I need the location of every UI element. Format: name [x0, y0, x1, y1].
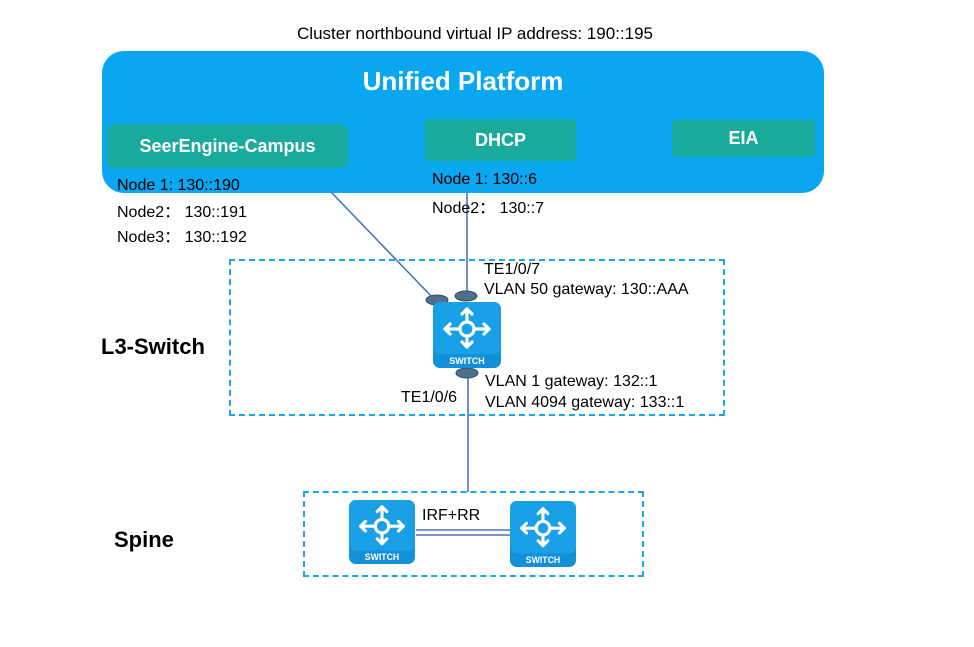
l3-switch-label: L3-Switch: [101, 334, 205, 359]
seerengine-node-3: Node3： 130::192: [117, 229, 247, 246]
dhcp-module: DHCP: [425, 119, 576, 161]
seerengine-campus-module: SeerEngine-Campus: [107, 124, 348, 168]
spine-switch-1-icon: SWITCH: [349, 500, 415, 569]
l3-switch-icon: SWITCH: [433, 302, 501, 373]
platform-title: Unified Platform: [362, 66, 564, 96]
seerengine-node-2: Node2： 130::191: [117, 204, 247, 221]
cluster-vip-label: Cluster northbound virtual IP address: 1…: [297, 24, 653, 43]
dhcp-node-2: Node2： 130::7: [432, 200, 545, 217]
l3-switch-icon-text: SWITCH: [449, 356, 485, 366]
spine-label: Spine: [114, 527, 174, 552]
dhcp-node-1: Node 1: 130::6: [432, 171, 537, 188]
seerengine-node-1: Node 1: 130::190: [117, 177, 240, 194]
vlan4094-gateway-label: VLAN 4094 gateway: 133::1: [485, 394, 685, 411]
vlan1-gateway-label: VLAN 1 gateway: 132::1: [485, 373, 658, 390]
l3-switch-zone: [229, 259, 725, 416]
spine-zone: [303, 491, 644, 577]
uplink-port-label: TE1/0/7: [484, 261, 541, 278]
eia-module: EIA: [672, 120, 815, 157]
spine-switch-1-icon-text: SWITCH: [365, 552, 399, 562]
port-oval-bottom: [455, 367, 479, 379]
downlink-port-label: TE1/0/6: [401, 389, 458, 406]
irf-rr-label: IRF+RR: [422, 507, 481, 524]
spine-switch-2-icon-text: SWITCH: [526, 555, 560, 565]
spine-switch-2-icon: SWITCH: [510, 501, 576, 572]
port-oval-top: [454, 290, 478, 302]
vlan50-gateway-label: VLAN 50 gateway: 130::AAA: [484, 281, 689, 298]
